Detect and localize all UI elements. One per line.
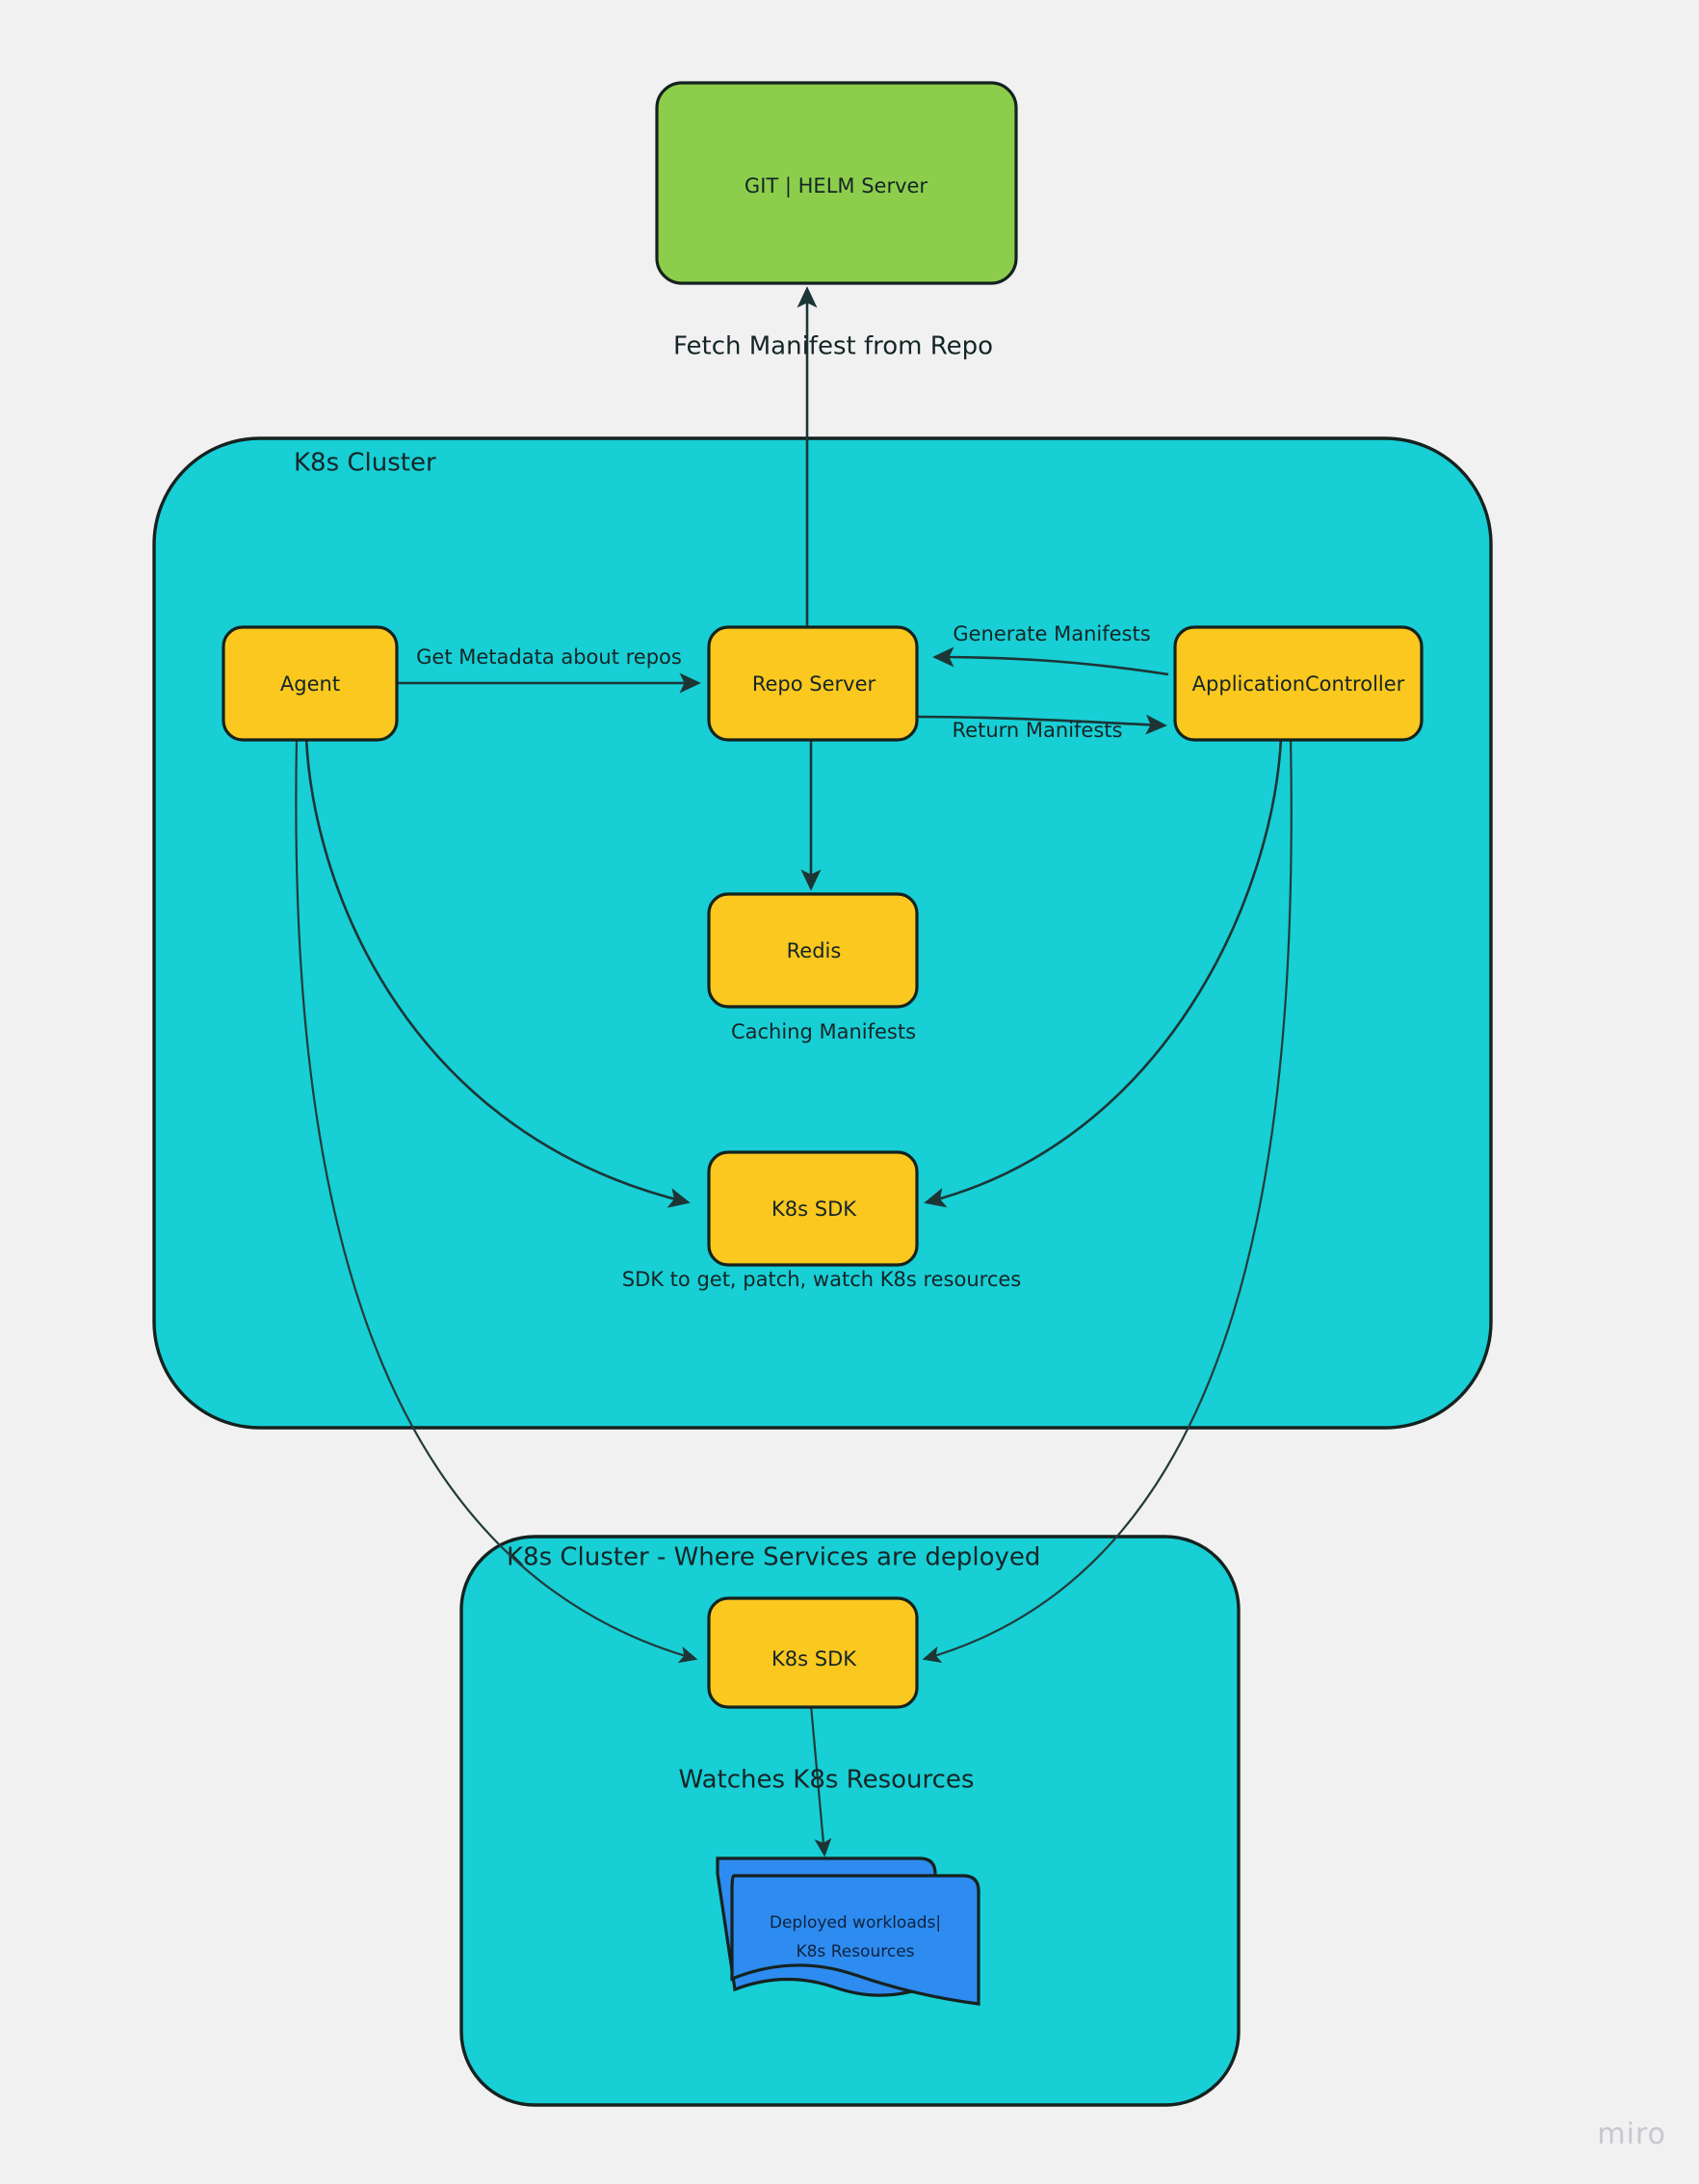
edge-agent-to-sdk-main xyxy=(304,737,691,1208)
node-k8s-sdk-deploy[interactable]: K8s SDK xyxy=(707,1596,919,1709)
edge-appctrl-to-sdk-main xyxy=(924,737,1283,1208)
node-k8s-sdk-main-label: K8s SDK xyxy=(771,1197,857,1221)
edge-label-watches-k8s-resources: Watches K8s Resources xyxy=(679,1766,975,1795)
edge-label-return-manifests: Return Manifests xyxy=(953,719,1123,742)
node-k8s-sdk-main[interactable]: K8s SDK xyxy=(707,1150,919,1267)
node-agent[interactable]: Agent xyxy=(222,625,399,742)
node-git-helm-server[interactable]: GIT | HELM Server xyxy=(655,81,1018,285)
node-agent-label: Agent xyxy=(280,672,340,696)
caption-k8s-sdk: SDK to get, patch, watch K8s resources xyxy=(622,1268,1022,1291)
node-redis-label: Redis xyxy=(787,939,842,962)
edge-label-get-metadata: Get Metadata about repos xyxy=(416,645,682,669)
edge-label-generate-manifests: Generate Manifests xyxy=(953,622,1150,645)
node-repo-server[interactable]: Repo Server xyxy=(707,625,919,742)
node-repo-server-label: Repo Server xyxy=(752,672,876,696)
cluster-deploy-label: K8s Cluster - Where Services are deploye… xyxy=(507,1543,1040,1572)
node-deployed-workloads[interactable]: Deployed workloads| K8s Resources xyxy=(716,1856,980,2006)
cluster-main-label: K8s Cluster xyxy=(294,449,436,478)
edge-appctrl-to-sdk-deploy xyxy=(922,737,1293,1664)
node-application-controller-label: ApplicationController xyxy=(1192,672,1405,696)
edge-label-fetch-manifest: Fetch Manifest from Repo xyxy=(673,332,993,361)
workload-front-sheet xyxy=(730,1874,980,2006)
caption-redis: Caching Manifests xyxy=(731,1020,916,1043)
miro-watermark: miro xyxy=(1597,2118,1666,2151)
edge-sdk-to-workloads xyxy=(809,1704,832,1857)
edge-agent-to-sdk-deploy xyxy=(295,737,698,1664)
cluster-deploy-box[interactable] xyxy=(459,1535,1241,2107)
node-redis[interactable]: Redis xyxy=(707,892,919,1009)
node-deployed-workloads-line1: Deployed workloads| xyxy=(770,1913,941,1933)
edge-repo-to-appctrl xyxy=(915,714,1167,735)
node-git-helm-server-label: GIT | HELM Server xyxy=(745,174,928,198)
node-application-controller[interactable]: ApplicationController xyxy=(1173,625,1424,742)
edge-appctrl-to-repo xyxy=(932,646,1169,676)
node-k8s-sdk-deploy-label: K8s SDK xyxy=(771,1647,857,1671)
node-deployed-workloads-line2: K8s Resources xyxy=(796,1942,914,1961)
